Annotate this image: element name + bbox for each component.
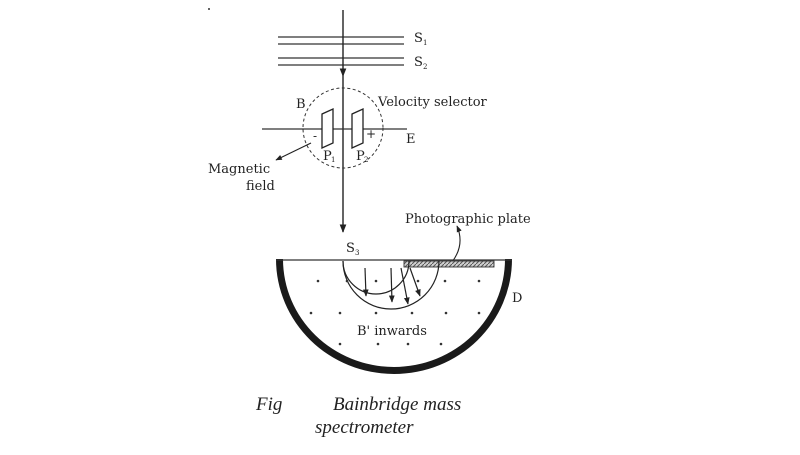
- velocity-selector-label: Velocity selector: [377, 95, 488, 110]
- plate-p1-sign: -: [313, 129, 317, 143]
- slit-s3-label: S: [346, 241, 355, 256]
- slit-s1-label: S: [414, 31, 423, 46]
- plate-p2: + P 2: [351, 107, 376, 164]
- magnetic-field-label-line1: Magnetic: [208, 162, 270, 177]
- plate-p2-label: P: [356, 149, 365, 164]
- slit-s2-label: S: [414, 55, 423, 70]
- photographic-plate-label: Photographic plate: [405, 212, 531, 227]
- plate-p1-label: P: [323, 149, 332, 164]
- plate-p1: - P 1: [313, 107, 335, 164]
- plate-p2-sub: 2: [364, 156, 368, 164]
- b-inwards-label: B' inwards: [357, 324, 427, 339]
- photographic-plate-pointer: [451, 225, 462, 263]
- caption-fig: Fig: [255, 394, 282, 415]
- b-label: B: [296, 97, 306, 112]
- magnetic-field-label-line2: field: [246, 179, 275, 194]
- slit-s2: S 2: [278, 55, 427, 71]
- field-dots: [309, 279, 481, 346]
- deflection-chamber: [276, 259, 512, 374]
- e-label: E: [406, 132, 416, 147]
- photographic-plate: [403, 260, 495, 268]
- velocity-selector-region: [302, 87, 384, 169]
- ion-trajectories: [342, 260, 440, 310]
- chamber-d-label: D: [512, 291, 522, 306]
- slit-s3-sub: 3: [355, 249, 359, 257]
- plate-p1-sub: 1: [331, 156, 335, 164]
- caption-title-line2: spectrometer: [315, 417, 414, 438]
- caption-title-line1: Bainbridge mass: [333, 394, 461, 415]
- slit-s1: S 1: [278, 31, 427, 47]
- stray-dot: [208, 8, 210, 10]
- plate-p2-sign: +: [366, 127, 376, 141]
- magnetic-field-pointer: [275, 142, 312, 161]
- slit-s2-sub: 2: [423, 63, 427, 71]
- slit-s1-sub: 1: [423, 39, 427, 47]
